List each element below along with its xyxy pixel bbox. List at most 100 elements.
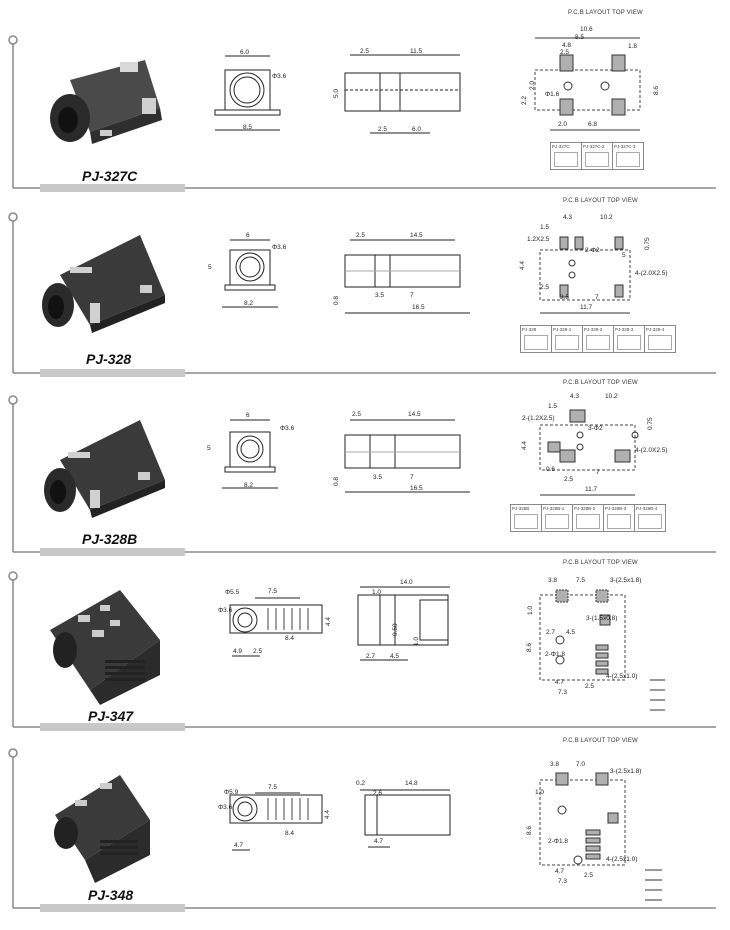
pcb-dim: 2.0: [529, 80, 536, 90]
pcb-layout: [534, 37, 641, 131]
variant-table: PJ-328B PJ-328B-1 PJ-328B-2 PJ-328B-3 PJ…: [510, 504, 666, 532]
pcb-dim: 4-(2.5x1.0): [606, 856, 638, 863]
section-frame: [8, 748, 716, 912]
pcb-dim: 10.6: [580, 26, 593, 33]
side-view: [357, 586, 450, 661]
side-bot-b: 7: [410, 292, 414, 299]
pcb-dim: 4-(2.0X2.5): [635, 270, 668, 277]
side-mid: 2.6: [373, 790, 383, 797]
pcb-header: P.C.B LAYOUT TOP VIEW: [563, 380, 638, 386]
product-section-pj-348: PJ-348 P.C.B LAYOUT TOP VIEW Φ5.9 Φ3.6 7…: [0, 735, 730, 930]
pcb-dim: 2.5: [540, 284, 550, 291]
variant-label: PJ-328B-1: [543, 506, 565, 511]
model-name: PJ-347: [88, 708, 134, 724]
variant-cell: PJ-328-1: [552, 326, 583, 352]
variant-label: PJ-328B-3: [605, 506, 627, 511]
side-top-b: 11.5: [410, 48, 423, 55]
front-view: [222, 419, 278, 489]
side-mid: 0.50: [392, 623, 399, 636]
variant-cell: PJ-328-2: [583, 326, 614, 352]
pcb-dim: 11.7: [585, 486, 598, 493]
pcb-dim: 3-Φ2: [588, 425, 603, 432]
front-dia-a: Φ5.9: [224, 789, 239, 796]
front-dia-dim: Φ3.6: [272, 73, 287, 80]
jack-photo: [42, 235, 165, 333]
pcb-dim: 3.8: [548, 577, 558, 584]
pcb-dim: 2.5: [564, 476, 574, 483]
pcb-dim: 2-Φ2: [585, 247, 600, 254]
variant-label: PJ-328B-4: [636, 506, 658, 511]
side-bot-b: 6.0: [412, 126, 422, 133]
product-section-pj-328b: PJ-328B P.C.B LAYOUT TOP VIEW 6 Φ3.6 5 8…: [0, 380, 730, 560]
variant-table: PJ-327C PJ-327C-2 PJ-327C-3: [550, 142, 644, 170]
side-view: [344, 419, 470, 493]
side-bot-b: 4.5: [390, 653, 400, 660]
model-name: PJ-348: [88, 887, 134, 903]
pcb-dim: 8.6: [526, 825, 533, 835]
variant-label: PJ-328-3: [615, 327, 634, 332]
side-bot-c: 16.5: [412, 304, 425, 311]
pcb-dim: 2-Φ1.8: [548, 838, 569, 845]
pcb-dim: 3-(2.5x1.8): [610, 768, 642, 775]
variant-label: PJ-328B-2: [574, 506, 596, 511]
side-top-b: 14.5: [408, 411, 421, 418]
front-view: [229, 597, 323, 657]
front-view: [229, 792, 323, 851]
variant-cell: PJ-327C-3: [613, 143, 643, 169]
pcb-dim: 10.2: [605, 393, 618, 400]
pcb-dim: 7: [595, 294, 599, 301]
pcb-dim: 7: [596, 469, 600, 476]
pcb-dim: 4.3: [570, 393, 580, 400]
side-bot-a: 2.5: [378, 126, 388, 133]
variant-label: PJ-327C-2: [583, 144, 605, 149]
jack-photo: [50, 590, 160, 705]
pcb-dim: 5: [622, 252, 626, 259]
pcb-dim: 7.3: [558, 878, 568, 885]
pcb-dim: 2.0: [558, 121, 568, 128]
pcb-dim: 4-(2.0X2.5): [635, 447, 668, 454]
side-top-b: 14.5: [410, 232, 423, 239]
pcb-dim: 0.75: [644, 237, 651, 250]
front-left-dim: 5: [208, 264, 212, 271]
variant-table: PJ-328 PJ-328-1 PJ-328-2 PJ-328-3 PJ-328…: [520, 325, 676, 353]
section-frame: [8, 395, 716, 556]
product-section-pj-347: PJ-347 P.C.B LAYOUT TOP VIEW Φ5.5 Φ3.6 7…: [0, 560, 730, 735]
model-name: PJ-328B: [82, 531, 138, 547]
side-top: 14.0: [400, 579, 413, 586]
pcb-header: P.C.B LAYOUT TOP VIEW: [563, 198, 638, 204]
front-right-dim: 4.4: [325, 616, 332, 626]
variant-label: PJ-328-1: [553, 327, 572, 332]
pcb-dim: 4.3: [563, 214, 573, 221]
section-frame: [8, 571, 716, 731]
side-bot-b: 7: [410, 474, 414, 481]
front-mid-dim: 8.4: [285, 830, 295, 837]
variant-cell: PJ-328B-4: [635, 505, 665, 531]
pcb-dim: 4.7: [555, 679, 565, 686]
variant-cell: PJ-328B-2: [573, 505, 604, 531]
pcb-dim: 2.7: [546, 629, 556, 636]
front-dia-dim: Φ3.6: [272, 244, 287, 251]
product-section-pj-328: PJ-328 P.C.B LAYOUT TOP VIEW 6 Φ3.6 5 8.…: [0, 195, 730, 380]
pcb-header: P.C.B LAYOUT TOP VIEW: [563, 560, 638, 566]
variant-cell: PJ-328B-3: [604, 505, 635, 531]
pcb-dim: 1.2X2.5: [527, 236, 550, 243]
side-top-a: 2.5: [352, 411, 362, 418]
front-top-dim: 6: [246, 412, 250, 419]
pcb-dim: 4.7: [555, 868, 565, 875]
variant-label: PJ-328B: [512, 506, 530, 511]
front-bot-b: 2.5: [253, 648, 263, 655]
pcb-dim: 7.5: [576, 577, 586, 584]
side-view: [344, 54, 461, 134]
variant-cell: PJ-328-4: [645, 326, 675, 352]
pcb-dim: 7.0: [576, 761, 586, 768]
side-left: 1.0: [372, 589, 382, 596]
pcb-dim: 8.6: [653, 85, 660, 95]
pcb-dim: 2-(1.2X2.5): [522, 415, 555, 422]
pcb-dim: 3.8: [550, 761, 560, 768]
variant-cell: PJ-327C-2: [582, 143, 613, 169]
jack-photo: [44, 420, 165, 518]
side-view: [344, 239, 470, 314]
pcb-dim: 1.0: [535, 789, 545, 796]
pcb-dim: 0.75: [647, 417, 654, 430]
front-bottom-dim: 8.2: [244, 482, 254, 489]
